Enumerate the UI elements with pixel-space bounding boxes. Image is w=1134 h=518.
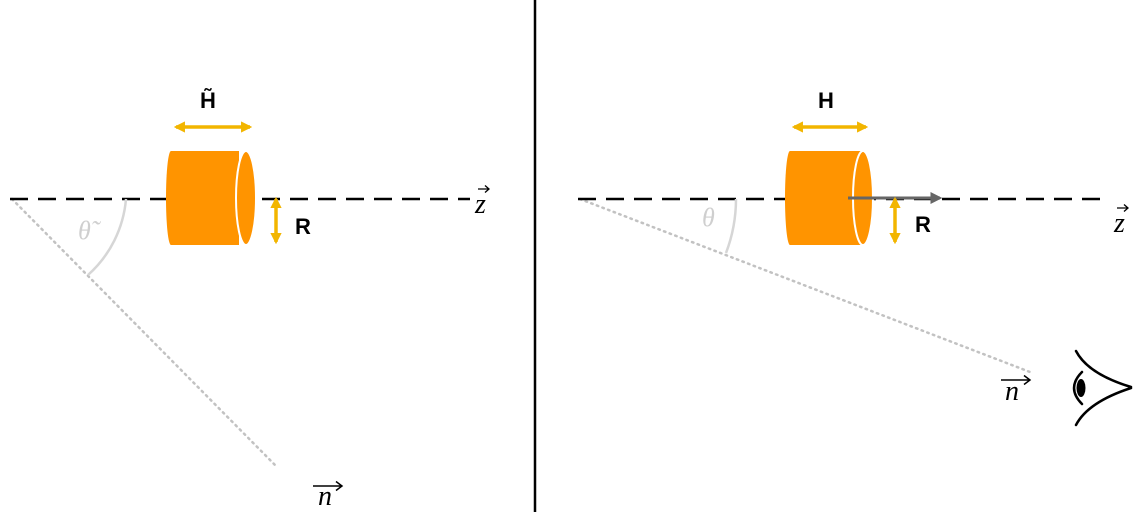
left-axis-vector-arrow <box>478 185 490 193</box>
right-length-label: H <box>818 88 834 113</box>
left-cylinder <box>166 150 257 246</box>
left-direction-vector-arrow <box>313 480 344 492</box>
left-angle-arc <box>87 198 128 276</box>
left-sight-line <box>10 197 277 467</box>
right-radius-label: R <box>915 212 931 237</box>
left-direction-label: n <box>318 481 332 512</box>
left-angle-label: θ̃ <box>78 216 102 245</box>
right-axis-label: z <box>1113 208 1125 239</box>
right-angle-label: θ <box>702 203 715 232</box>
left-length-label: H̃ <box>200 88 216 113</box>
right-axis-vector-arrow <box>1117 204 1129 212</box>
right-direction-label: n <box>1005 376 1019 407</box>
left-axis-label: z <box>474 189 486 220</box>
right-panel: θ H R z n <box>578 88 1133 427</box>
right-direction-vector-arrow <box>1001 374 1032 386</box>
right-sight-line <box>578 197 1032 374</box>
left-radius-label: R <box>295 214 311 239</box>
left-panel: θ̃ H̃ R z n <box>10 88 490 512</box>
eye-icon <box>1072 349 1133 427</box>
right-angle-arc <box>724 198 738 254</box>
